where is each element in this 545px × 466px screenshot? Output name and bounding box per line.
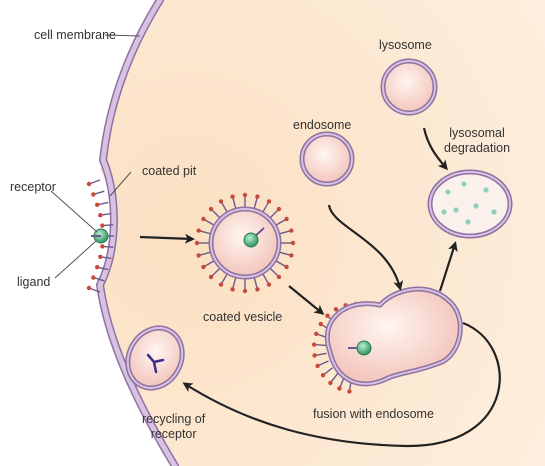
label-lysosomal-degradation: lysosomal degradation <box>444 126 510 156</box>
label-endosome: endosome <box>293 118 351 133</box>
label-fusion-with-endosome: fusion with endosome <box>313 407 434 422</box>
label-coated-vesicle: coated vesicle <box>203 310 282 325</box>
label-cell-membrane: cell membrane <box>34 28 116 43</box>
lysosome <box>383 61 435 113</box>
label-recycling-of-receptor: recycling of receptor <box>142 412 205 442</box>
label-receptor: receptor <box>10 180 56 195</box>
label-coated-pit: coated pit <box>142 164 196 179</box>
label-ligand: ligand <box>17 275 50 290</box>
label-lysosome: lysosome <box>379 38 432 53</box>
lysosomal-degradation <box>430 172 510 236</box>
coated-vesicle <box>195 193 295 293</box>
endosome <box>302 134 352 184</box>
